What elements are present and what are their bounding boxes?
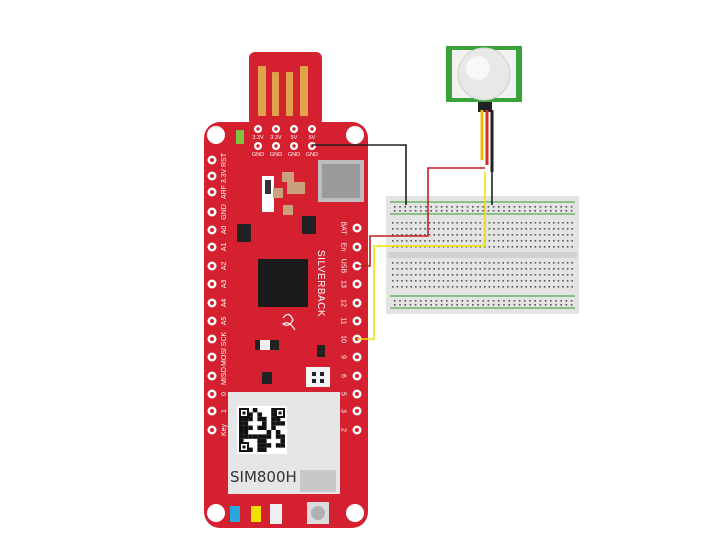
left-pin-label: A1 bbox=[221, 243, 228, 252]
right-pin-label: BAT bbox=[340, 221, 347, 235]
top-pin-label: 5V bbox=[291, 135, 298, 141]
left-pin-label: GND bbox=[221, 204, 228, 220]
left-pin-label: 1 bbox=[221, 409, 228, 413]
top-pin-label: GND bbox=[270, 152, 282, 158]
left-pin-label: RST bbox=[221, 152, 228, 167]
right-pin-label: 5 bbox=[340, 392, 347, 396]
status-led bbox=[236, 130, 244, 144]
top-pin-label: GND bbox=[288, 152, 300, 158]
pir-sensor bbox=[446, 46, 522, 112]
gnd-wire bbox=[312, 144, 407, 205]
top-header-pins: 3.3V 3.3V 5V 5V GND GND GND GND bbox=[252, 125, 318, 158]
right-pin-label: 13 bbox=[340, 280, 347, 288]
left-pin-label: A3 bbox=[221, 280, 228, 289]
signal-wire bbox=[357, 172, 486, 340]
left-pin-label: 3.3V bbox=[221, 168, 228, 183]
left-pin-label: 0 bbox=[221, 392, 228, 396]
top-pin-label: GND bbox=[306, 152, 318, 158]
right-pin-label: 10 bbox=[340, 335, 347, 343]
qr-code bbox=[239, 408, 285, 452]
left-pin-label: MISO bbox=[221, 367, 228, 385]
wires bbox=[312, 110, 494, 340]
power-wire bbox=[357, 167, 485, 267]
board-components bbox=[237, 160, 364, 387]
right-pin-label: 3 bbox=[340, 409, 347, 413]
top-pin-label: GND bbox=[252, 152, 264, 158]
left-pin-label: Key bbox=[221, 423, 228, 436]
left-pin-label: SCK bbox=[221, 331, 228, 346]
sim-module-label: SIM800H bbox=[230, 468, 297, 486]
sim-module: SIM800H bbox=[228, 392, 340, 494]
right-pin-label: USB bbox=[340, 259, 347, 274]
top-pin-label: 3.3V bbox=[252, 135, 264, 141]
right-pin-label: 9 bbox=[340, 355, 347, 359]
right-pin-label: En bbox=[340, 243, 347, 252]
right-pin-label: 12 bbox=[340, 299, 347, 307]
left-pin-label: A4 bbox=[221, 299, 228, 308]
brand-label: SILVERBACK bbox=[315, 250, 326, 317]
left-pin-label: MOSI bbox=[221, 348, 228, 366]
top-pin-label: 5V bbox=[309, 135, 316, 141]
right-pin-label: 11 bbox=[340, 317, 347, 324]
left-pin-label: A2 bbox=[221, 262, 228, 271]
usb-connector bbox=[249, 52, 322, 126]
bottom-components bbox=[230, 502, 329, 524]
left-pin-label: ARF bbox=[221, 185, 228, 199]
left-pin-label: A0 bbox=[221, 226, 228, 235]
top-pin-label: 3.3V bbox=[270, 135, 282, 141]
breadboard bbox=[386, 196, 579, 314]
right-pin-label: 2 bbox=[340, 428, 347, 432]
left-pin-label: A5 bbox=[221, 317, 228, 326]
right-pin-label: 6 bbox=[340, 374, 347, 378]
